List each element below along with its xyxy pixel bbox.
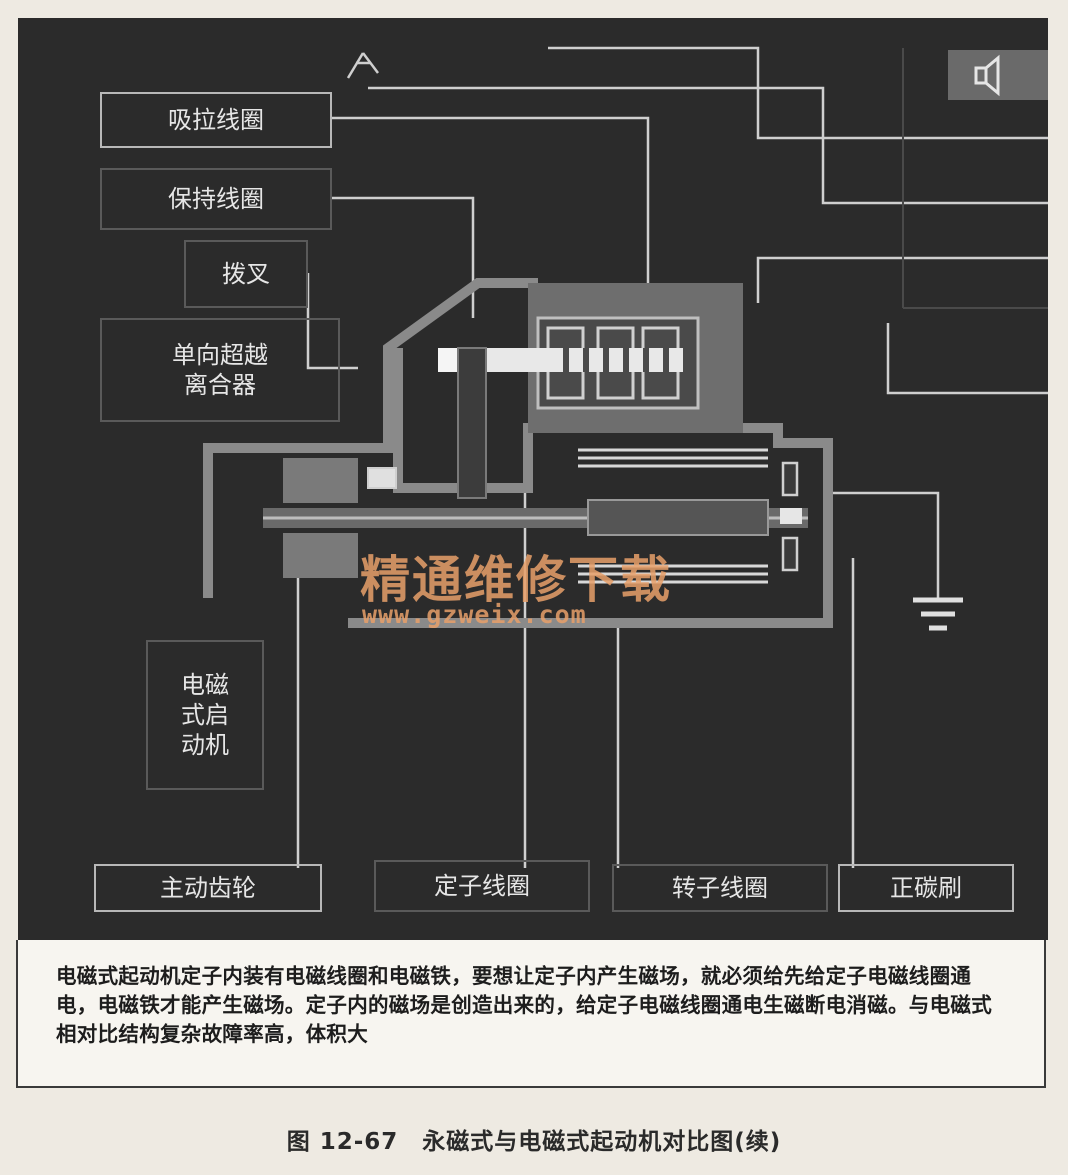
label-overrunning-clutch: 单向超越离合器 (100, 318, 340, 422)
watermark-text: 精通维修下载 (360, 551, 672, 609)
label-stator-coil: 定子线圈 (374, 860, 590, 912)
diagram-panel: 吸拉线圈 保持线圈 拨叉 单向超越离合器 电磁式启动机 主动齿轮 定子线圈 转子… (18, 18, 1048, 940)
switch-icon (346, 52, 379, 79)
clutch-bottom (283, 533, 358, 578)
watermark-url: www.gzweix.com (362, 600, 587, 629)
caption-text: 电磁式起动机定子内装有电磁线圈和电磁铁，要想让定子内产生磁场，就必须给先给定子电… (56, 964, 992, 1046)
ground-symbol (913, 597, 963, 631)
fork (457, 347, 487, 499)
label-positive-brush: 正碳刷 (838, 864, 1014, 912)
starter-motor-diagram (203, 46, 1048, 868)
leader-lines (296, 46, 1048, 868)
label-motor-type: 电磁式启动机 (146, 640, 264, 790)
caption-box: 电磁式起动机定子内装有电磁线圈和电磁铁，要想让定子内产生磁场，就必须给先给定子电… (16, 940, 1046, 1088)
brushes (781, 461, 799, 572)
speaker-icon (974, 54, 1000, 97)
figure-title: 图 12-67 永磁式与电磁式起动机对比图(续) (286, 1129, 782, 1155)
label-overrunning-clutch-text: 单向超越离合器 (172, 341, 268, 399)
field-coils (578, 448, 768, 584)
label-drive-gear: 主动齿轮 (94, 864, 322, 912)
clutch-top (283, 458, 358, 503)
armature (587, 499, 769, 536)
label-hold-coil: 保持线圈 (100, 168, 332, 230)
label-motor-type-text: 电磁式启动机 (181, 671, 229, 759)
label-rotor-coil: 转子线圈 (612, 864, 828, 912)
label-shift-fork: 拨叉 (184, 240, 308, 308)
label-pull-in-coil: 吸拉线圈 (100, 92, 332, 148)
